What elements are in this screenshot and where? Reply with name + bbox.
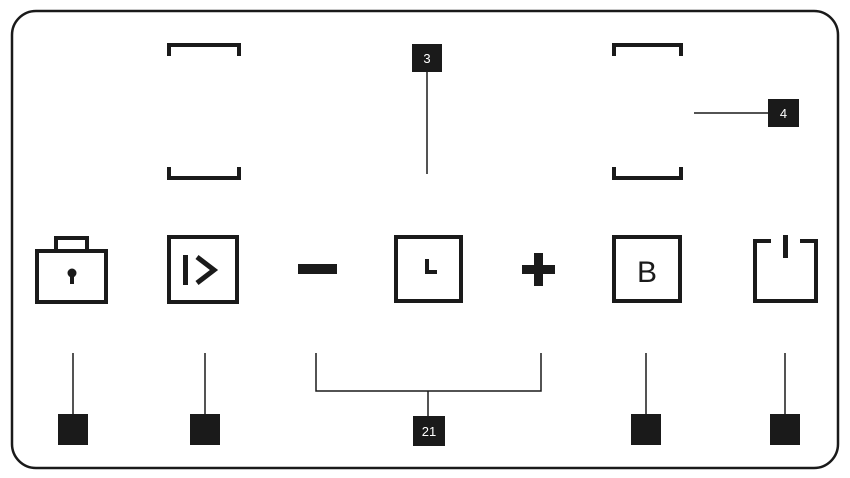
plus-icon	[522, 253, 555, 286]
timer-button[interactable]	[394, 235, 463, 303]
lock-button[interactable]	[35, 236, 108, 304]
callout-timer-display: 3	[412, 44, 442, 174]
marker-play	[190, 414, 220, 445]
leader-lines	[72, 353, 786, 414]
left-zone-display	[167, 43, 241, 180]
marker-power	[770, 414, 800, 445]
booster-letter: B	[637, 256, 657, 289]
callout-label-21: 21	[422, 424, 436, 439]
play-button[interactable]	[167, 235, 239, 304]
power-icon	[753, 235, 818, 303]
marker-lock	[58, 414, 88, 445]
power-button[interactable]	[753, 235, 818, 303]
callout-label-3: 3	[423, 51, 430, 66]
lock-icon	[35, 236, 108, 304]
right-zone-display	[612, 43, 683, 180]
marker-booster	[631, 414, 661, 445]
booster-icon	[612, 235, 682, 303]
minus-icon	[298, 264, 337, 274]
clock-icon	[394, 235, 463, 303]
minus-button[interactable]	[298, 264, 337, 274]
callout-label-4: 4	[780, 106, 787, 121]
play-icon	[167, 235, 239, 304]
callout-right-display: 4	[694, 99, 799, 127]
panel-outline	[10, 9, 840, 470]
plus-button[interactable]	[522, 253, 555, 286]
booster-button[interactable]: B	[612, 235, 682, 303]
callout-plus-minus-group: 21	[315, 353, 542, 446]
